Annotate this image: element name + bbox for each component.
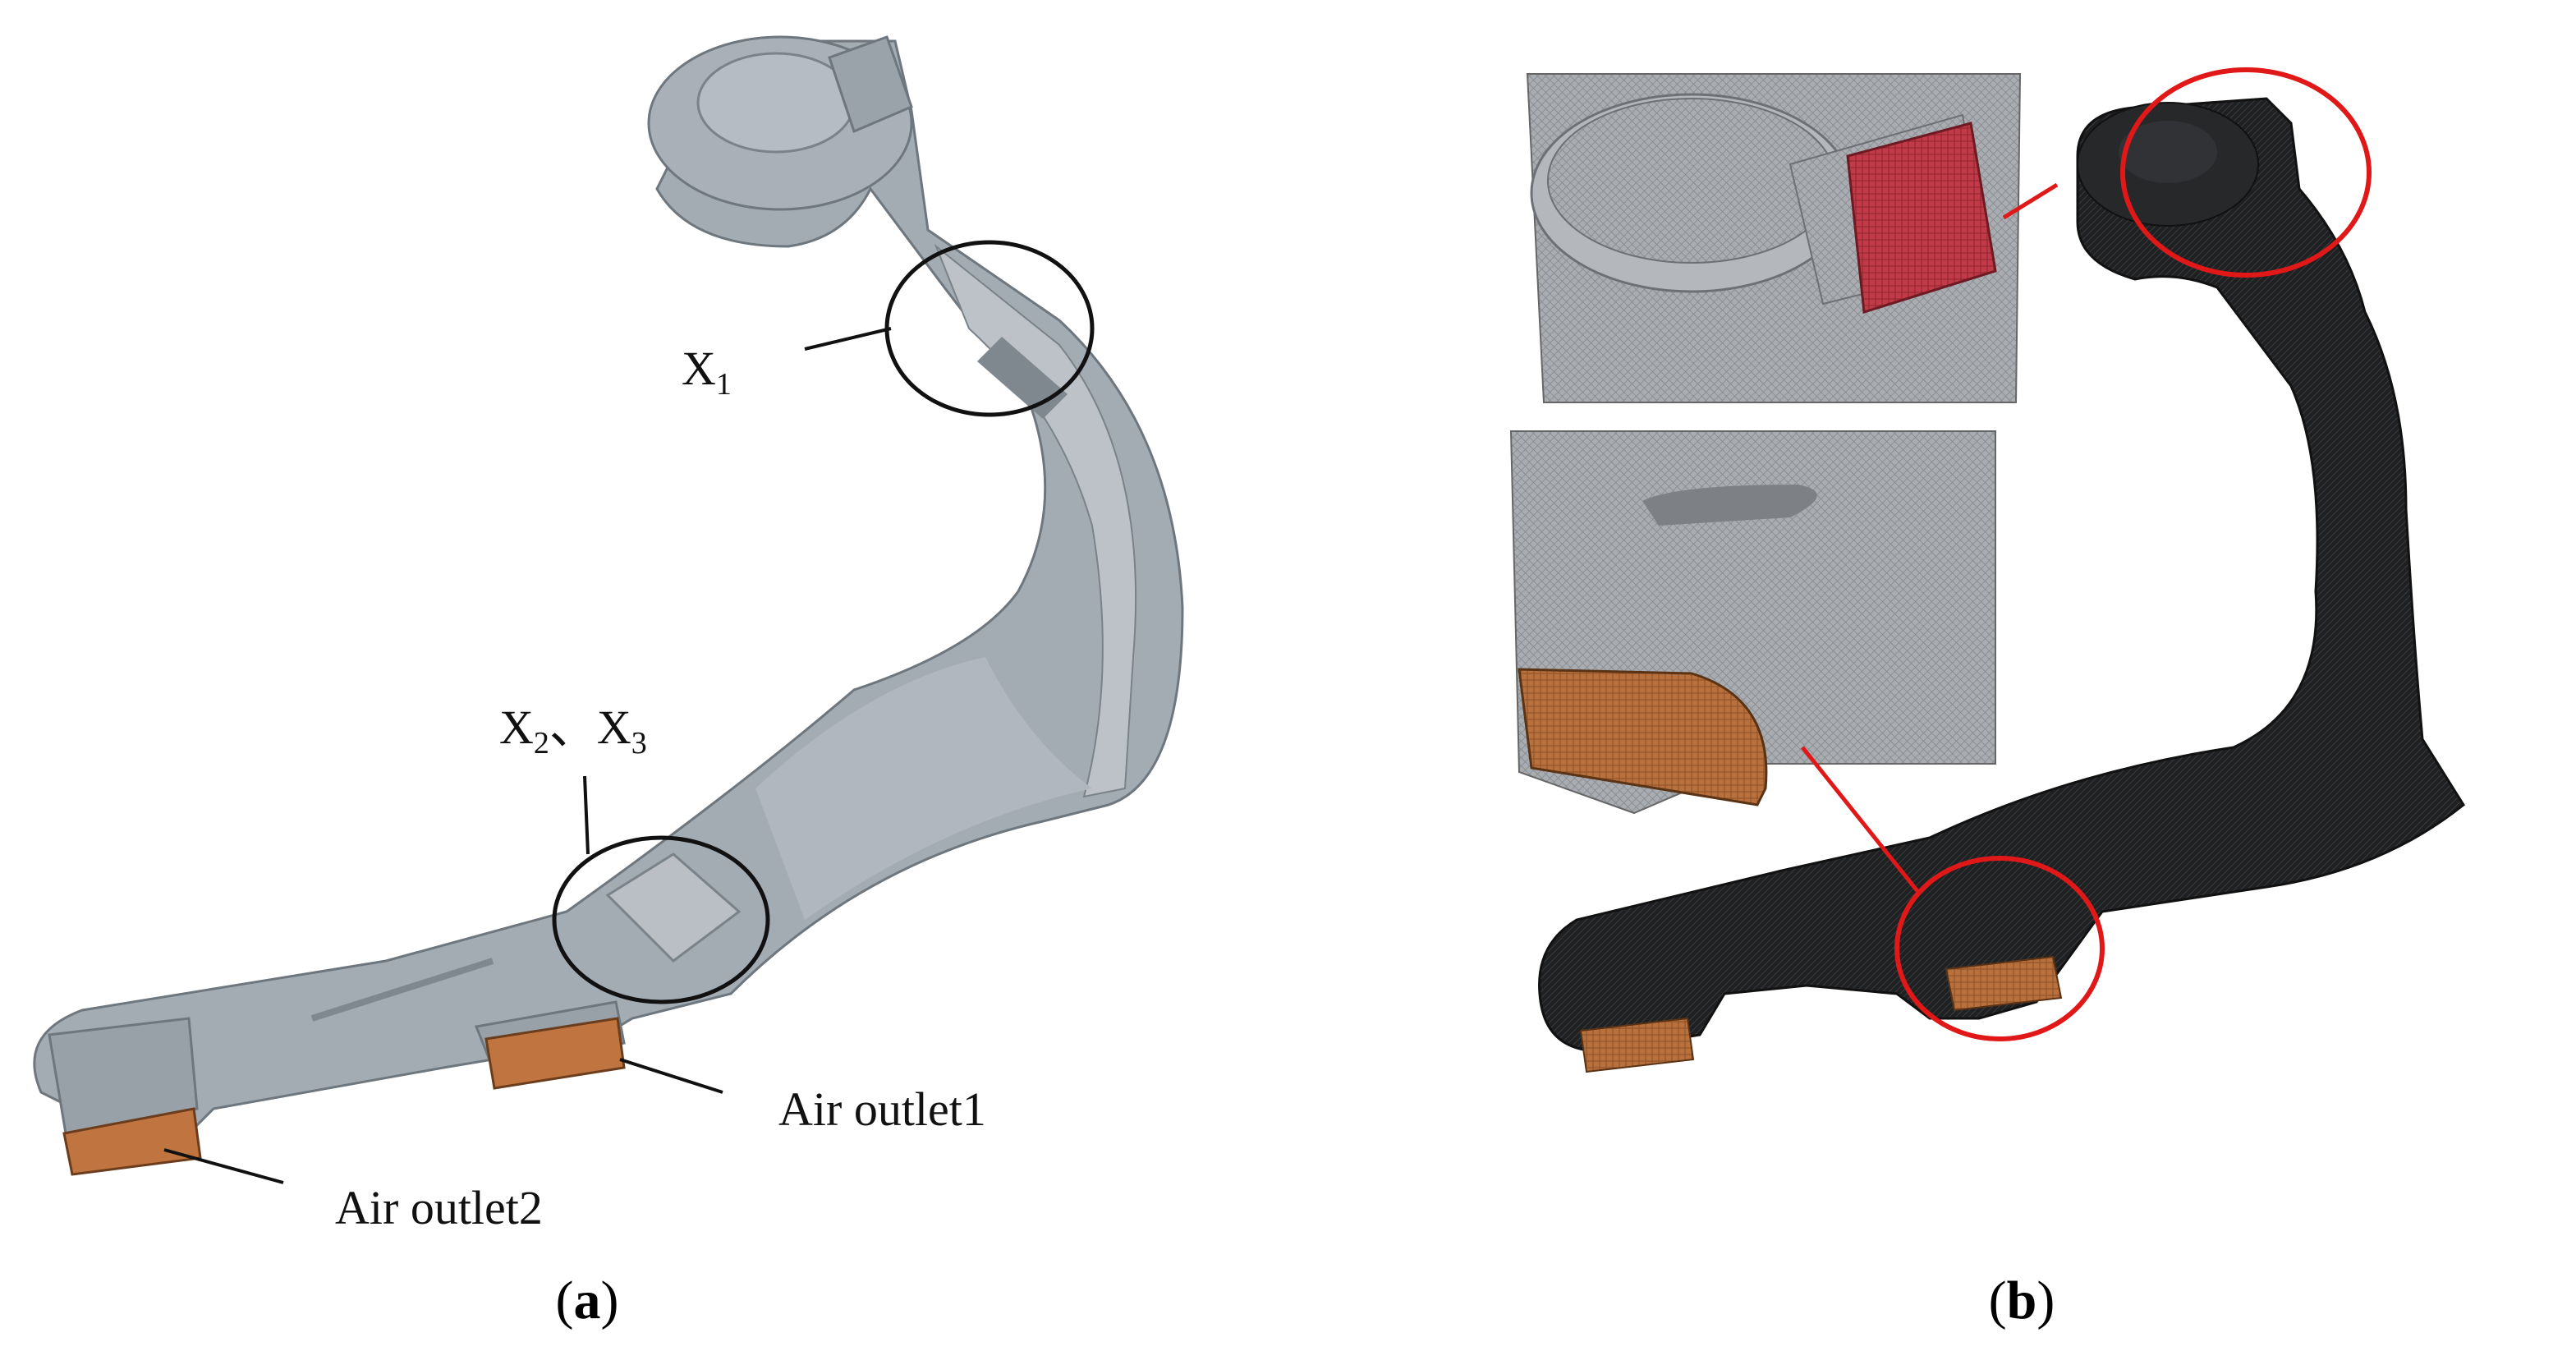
air-outlet2-label: Air outlet2	[335, 1181, 543, 1234]
part-lower-arm-shade	[755, 657, 1092, 920]
red-connector-inlet	[2002, 182, 2059, 220]
caption-b: (b)	[1989, 1271, 2055, 1330]
part-body	[33, 39, 1184, 1135]
air-outlet1-face	[484, 1017, 626, 1090]
panel-a-cad-model: X1 X2、X3 Air outlet1 Air outlet2 (a)	[33, 35, 1184, 1330]
inset-outlet-face	[1518, 668, 1768, 806]
x2-x3-label: X2、X3	[499, 701, 647, 761]
outlet2-stub	[48, 1017, 199, 1135]
panel-b-mesh-model: (b)	[1509, 67, 2465, 1330]
red-connector-outlet	[1801, 746, 1919, 893]
outlet2-leader-line	[163, 1148, 284, 1184]
inlet-face	[1846, 122, 1997, 314]
outlet1-leader-line	[619, 1058, 723, 1094]
air-outlet1-label: Air outlet1	[778, 1082, 986, 1136]
caption-a: (a)	[556, 1271, 619, 1330]
inset-inlet-zoom	[1526, 73, 2022, 403]
x2-x3-leader-line	[583, 775, 590, 855]
red-circle-inlet	[2120, 67, 2372, 278]
part-top-tab	[828, 35, 913, 134]
mesh-part-body	[1538, 97, 2465, 1053]
inset-outlet-zoom	[1509, 430, 1996, 815]
red-circle-outlet	[1894, 856, 2105, 1041]
part-top-boss	[696, 52, 856, 154]
part-groove	[310, 958, 494, 1022]
x1-leader-line	[804, 327, 892, 351]
part-pocket	[605, 852, 742, 963]
x2-x3-highlight-circle	[552, 835, 770, 1004]
x1-label: X1	[682, 342, 732, 402]
part-slot	[977, 337, 1068, 419]
mesh-top-boss	[2119, 121, 2217, 183]
air-outlet2-face	[62, 1107, 202, 1176]
mesh-outlet1-face	[1945, 955, 2063, 1012]
part-inner-wall	[934, 243, 1137, 798]
mesh-outlet2-face	[1579, 1017, 1695, 1073]
